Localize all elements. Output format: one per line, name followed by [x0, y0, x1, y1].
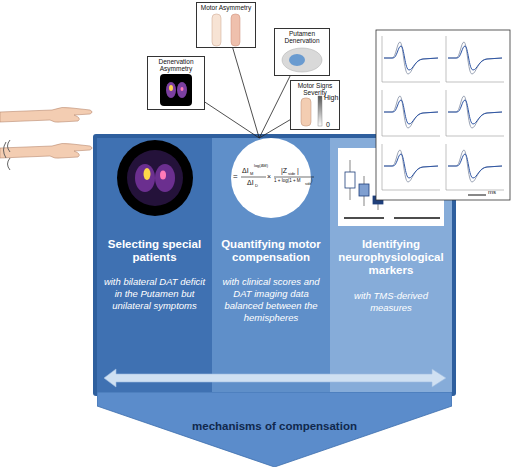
node-heading: Motor Asymmetry: [198, 4, 254, 11]
node-heading: mechanisms of compensation: [97, 420, 452, 432]
node-body: with bilateral DAT deficit in the Putame…: [102, 276, 207, 312]
mep-waveform: [446, 36, 504, 82]
tremor-mark: [8, 140, 11, 152]
outcome-arrow: mechanisms of compensation: [97, 392, 452, 467]
factor-box: Putamen Denervation: [274, 28, 330, 76]
mep-waveform: [382, 90, 440, 136]
node-heading: Identifying neurophysiological markers: [335, 238, 447, 278]
connector-line: [205, 102, 259, 138]
mep-waveform: [446, 144, 504, 190]
factor-box: Denervation Asymmetry: [147, 56, 205, 110]
unit-label: ms: [488, 189, 496, 195]
tremor-mark: [8, 158, 11, 170]
node-body: with clinical scores and DAT imaging dat…: [217, 276, 325, 324]
node-heading: Quantifying motor compensation: [217, 238, 325, 264]
tremor-mark: [4, 142, 7, 158]
arm-illustration: [0, 107, 92, 170]
mep-waveform: [382, 36, 440, 82]
mep-waveform: [446, 90, 504, 136]
node-heading: Motor Signs Severity: [292, 82, 338, 96]
arm: [0, 143, 92, 158]
node-body: with TMS-derived measures: [335, 290, 447, 314]
factor-box: Motor Signs Severity: [290, 80, 340, 130]
step-panel: Quantifying motor compensation with clini…: [212, 138, 330, 392]
arrow-body: [97, 392, 452, 467]
node-heading: Selecting special patients: [102, 238, 207, 264]
node-heading: Denervation Asymmetry: [149, 58, 203, 72]
arm: [0, 107, 92, 122]
step-panel: Identifying neurophysiological markers wi…: [330, 138, 452, 392]
scale-bar: [468, 195, 486, 196]
connector-line: [259, 120, 290, 138]
node-heading: Putamen Denervation: [276, 30, 328, 44]
factor-box: Motor Asymmetry: [196, 2, 256, 48]
connector-line: [259, 76, 290, 138]
connector-line: [233, 48, 259, 138]
step-panel: Selecting special patients with bilateral…: [97, 138, 212, 392]
panel-frame: [93, 134, 456, 396]
